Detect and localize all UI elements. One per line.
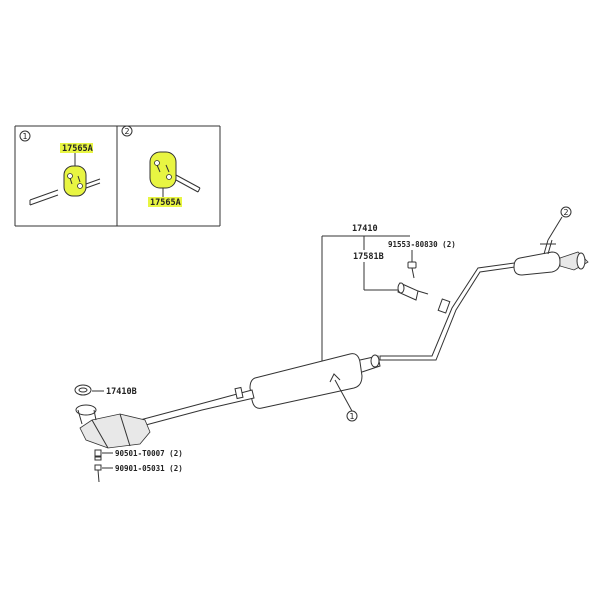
assembly-leader-lines: 17410 bbox=[321, 224, 410, 362]
part-90501-T0007-label: 90501-T0007 (2) bbox=[115, 449, 183, 458]
nut-90501 bbox=[94, 449, 102, 461]
catalytic-converter bbox=[75, 404, 151, 449]
panel-2-label-highlight bbox=[148, 197, 182, 207]
panel-2-part-label: 17565A bbox=[150, 198, 181, 208]
center-muffler bbox=[249, 353, 381, 409]
tail-pipe-section bbox=[379, 239, 589, 361]
bolt-90901 bbox=[94, 464, 102, 483]
rubber-hanger-2 bbox=[149, 151, 177, 189]
part-90901-05031-label: 90901-05031 (2) bbox=[115, 464, 183, 473]
panel-1-number: 1 bbox=[22, 132, 27, 141]
part-91553-80830-label: 91553-80830 (2) bbox=[388, 240, 456, 249]
part-17410B-label: 17410B bbox=[106, 387, 137, 397]
part-17410-label: 17410 bbox=[352, 224, 378, 234]
panel-1-number-circle bbox=[19, 130, 31, 142]
panel-1-part-label: 17565A bbox=[62, 144, 93, 154]
detail-panel-1: 1 17565A bbox=[19, 130, 101, 206]
clamp-bolt bbox=[407, 261, 417, 279]
panel-1-label-highlight bbox=[60, 143, 93, 153]
gasket-17410B bbox=[74, 384, 92, 396]
callout-2-number: 2 bbox=[563, 208, 568, 217]
clamp-17581B bbox=[397, 282, 429, 301]
panel-2-number-circle bbox=[121, 125, 133, 137]
rubber-hanger-1 bbox=[63, 165, 87, 197]
callout-1-number: 1 bbox=[349, 412, 354, 421]
callout-2-circle bbox=[560, 206, 572, 218]
part-17581B-label: 17581B bbox=[353, 252, 384, 262]
callout-1-circle bbox=[346, 410, 358, 422]
detail-panels bbox=[14, 125, 221, 227]
detail-panel-2: 2 17565A bbox=[121, 125, 201, 208]
front-pipe bbox=[139, 386, 255, 427]
panel-2-number: 2 bbox=[124, 127, 129, 136]
